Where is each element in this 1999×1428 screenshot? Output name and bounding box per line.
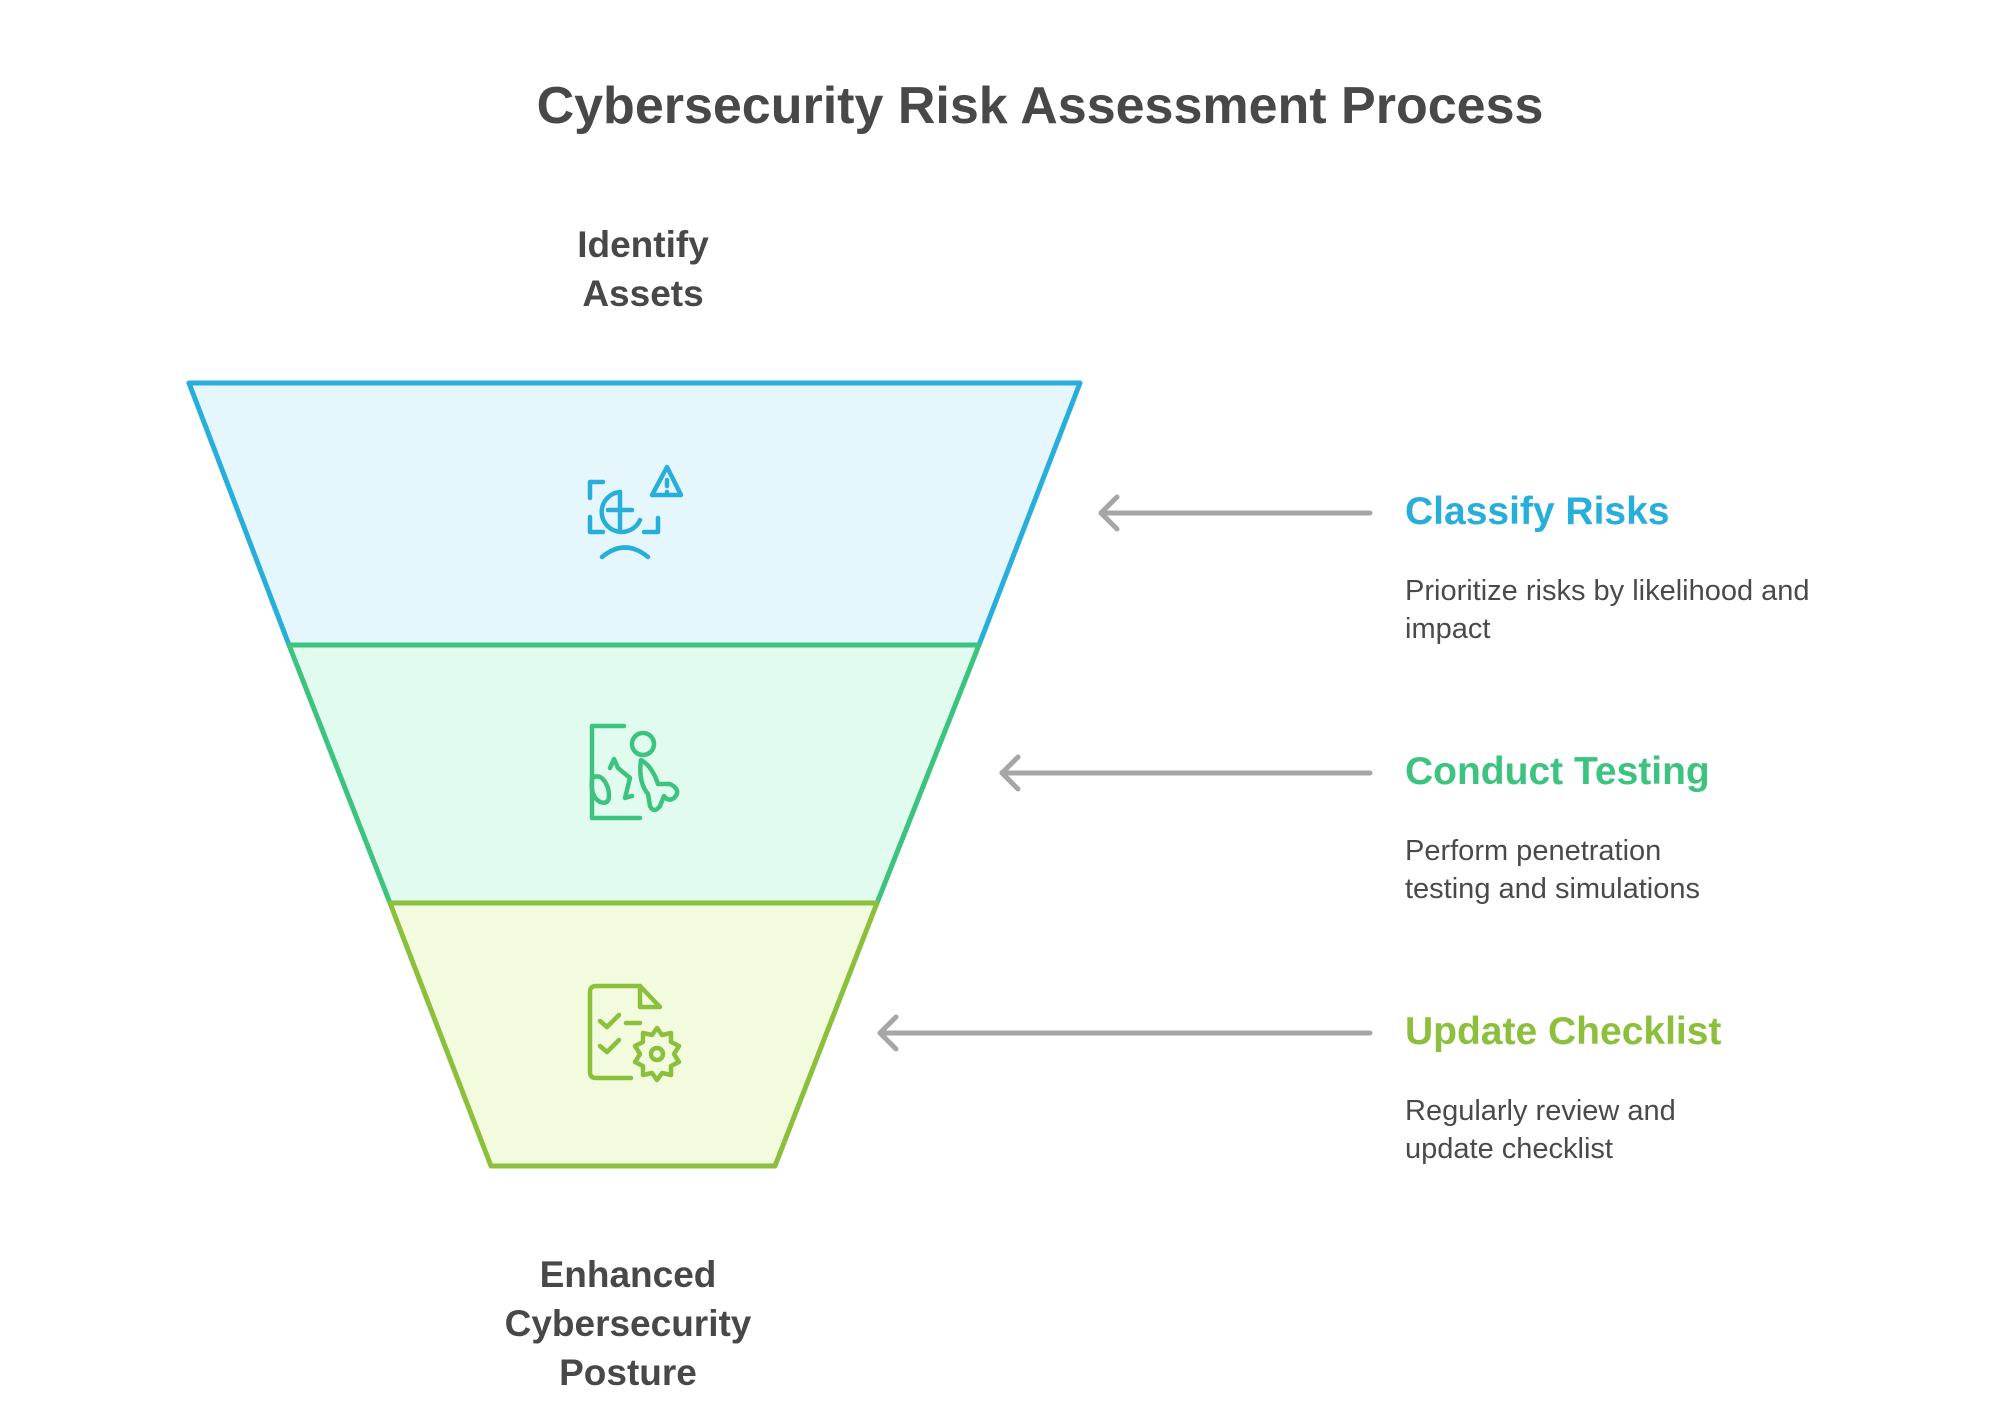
stage-description-classify-risks: Prioritize risks by likelihood and impac… [1405,575,1810,645]
stage-title-conduct-testing: Conduct Testing [1405,750,1710,793]
stage-title-classify-risks: Classify Risks [1405,490,1670,533]
globe-warning-icon [587,464,684,560]
person-breaking-door-icon [589,723,680,821]
stage-description-conduct-testing: Perform penetration testing and simulati… [1405,835,1700,905]
funnel-stage-conduct-testing [286,642,982,906]
funnel-output-label: Enhanced Cybersecurity Posture [504,1254,752,1393]
funnel-input-label: Identify Assets [577,224,709,314]
stage-title-update-checklist: Update Checklist [1405,1010,1722,1053]
checklist-gear-icon [587,983,682,1083]
diagram-title: Cybersecurity Risk Assessment Process [536,77,1544,135]
funnel-stage-classify-risks [186,380,1083,648]
funnel-stage-update-checklist [387,900,880,1169]
stage-description-update-checklist: Regularly review and update checklist [1405,1095,1676,1165]
arrow-update-checklist [877,1014,1373,1052]
arrow-conduct-testing [999,754,1373,792]
arrow-classify-risks [1098,494,1373,532]
